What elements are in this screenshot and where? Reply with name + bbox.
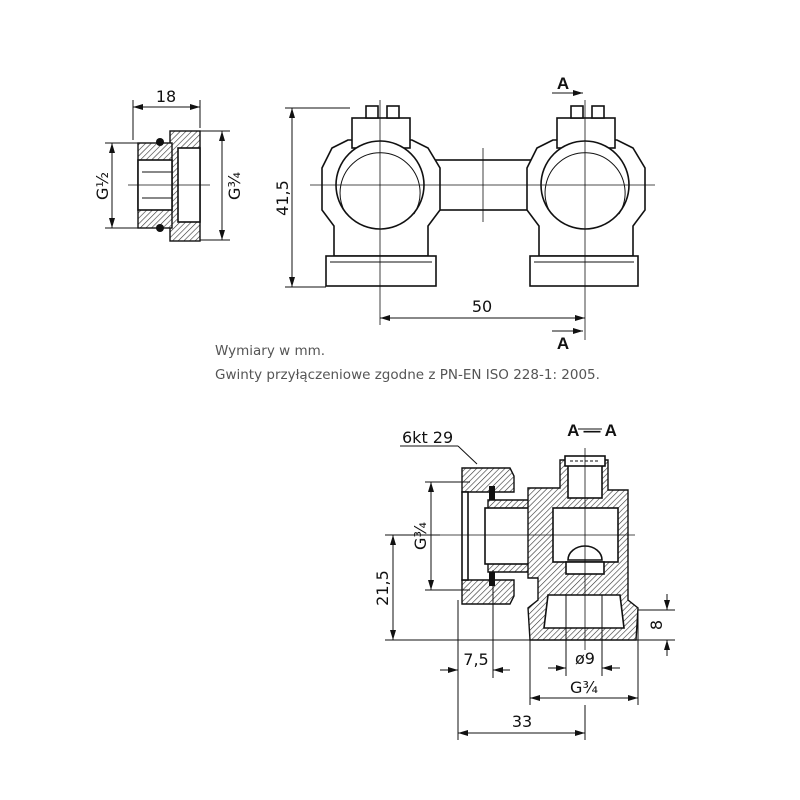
valve-front-drawing xyxy=(285,90,655,340)
section-length-label: 33 xyxy=(512,712,532,731)
threads-note: Gwinty przyłączeniowe zgodne z PN-EN ISO… xyxy=(215,367,600,383)
section-mark-top: A xyxy=(557,74,569,93)
section-mark-bottom: A xyxy=(557,334,569,353)
bore-label: ø9 xyxy=(575,649,595,668)
front-spacing-label: 50 xyxy=(472,297,492,316)
side-thread-label: G¾ xyxy=(411,522,430,550)
left-valve-body xyxy=(321,105,441,287)
section-drawing xyxy=(385,428,675,740)
thread-depth-label: 8 xyxy=(647,620,666,630)
bottom-thread-label: G¾ xyxy=(570,678,598,697)
units-note: Wymiary w mm. xyxy=(215,343,326,359)
adapter-thread-large-label: G¾ xyxy=(225,172,244,200)
hex-size-label: 6kt 29 xyxy=(402,428,453,447)
section-height-label: 21,5 xyxy=(373,570,392,606)
front-height-label: 41,5 xyxy=(273,180,292,216)
adapter-length-label: 18 xyxy=(156,87,176,106)
adapter-drawing xyxy=(105,100,230,242)
offset-label: 7,5 xyxy=(463,650,488,669)
section-title: A — A xyxy=(567,421,617,440)
adapter-thread-small-label: G½ xyxy=(93,172,112,200)
right-valve-body xyxy=(526,105,646,287)
